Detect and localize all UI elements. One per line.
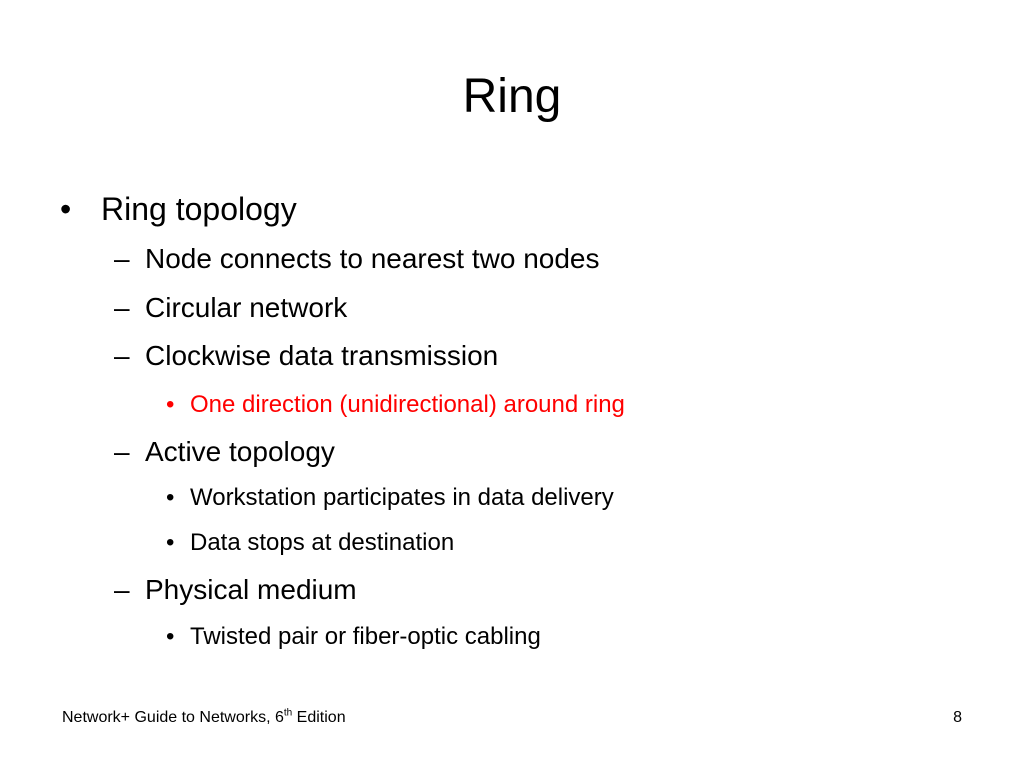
dash-marker: – [114, 292, 130, 323]
dash-marker: – [114, 243, 130, 274]
sub-bullet-text: Physical medium [145, 574, 357, 605]
bullet-list: • Ring topology – Node connects to neare… [60, 191, 625, 650]
sub-bullet-text: Node connects to nearest two nodes [145, 243, 600, 274]
sub-bullet-text: Circular network [145, 292, 348, 323]
sub-sub-bullet-text: Twisted pair or fiber-optic cabling [190, 623, 541, 650]
page-number: 8 [953, 709, 962, 726]
sub-bullet-text: Clockwise data transmission [145, 340, 499, 371]
footer-book-prefix: Network+ Guide to Networks, 6 [62, 709, 284, 726]
bullet-marker: • [166, 529, 175, 556]
dash-marker: – [114, 340, 130, 371]
highlighted-bullet-text: One direction (unidirectional) around ri… [190, 391, 625, 418]
bullet-text: Ring topology [101, 191, 297, 227]
bullet-marker: • [166, 391, 175, 418]
sub-bullet-text: Active topology [145, 436, 335, 467]
footer-edition-word: Edition [292, 709, 346, 726]
bullet-marker: • [60, 191, 72, 227]
dash-marker: – [114, 574, 130, 605]
dash-marker: – [114, 436, 130, 467]
sub-sub-bullet-text: Data stops at destination [190, 529, 455, 556]
bullet-marker: • [166, 623, 175, 650]
sub-sub-bullet-text: Workstation participates in data deliver… [190, 484, 614, 511]
bullet-marker: • [166, 484, 175, 511]
footer-book-title: Network+ Guide to Networks, 6th Edition [62, 708, 346, 728]
footer-edition-suffix: th [283, 707, 293, 719]
slide-title: Ring [462, 70, 562, 123]
